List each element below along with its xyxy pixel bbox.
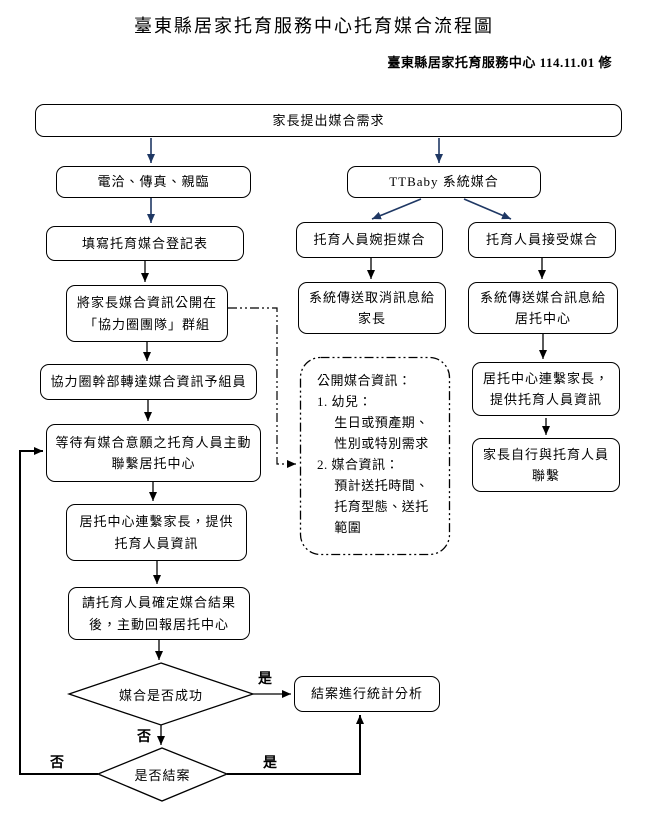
thick-arrows xyxy=(19,447,364,775)
node-send-match-message: 系統傳送媒合訊息給 居托中心 xyxy=(468,282,618,334)
arrow-close-no-loop xyxy=(19,447,98,775)
black-arrows xyxy=(141,258,550,745)
node-relay-to-members: 協力圈幹部轉達媒合資訊予組員 xyxy=(40,364,257,400)
decision-close-case-label: 是否結案 xyxy=(134,767,191,783)
node-parent-request: 家長提出媒合需求 xyxy=(35,104,622,137)
node-center-contacts-parents-left: 居托中心連繫家長，提供 托育人員資訊 xyxy=(66,504,247,561)
info-open-matching-details: 公開媒合資訊： 1. 幼兒： 生日或預產期、 性別或特別需求 2. 媒合資訊： … xyxy=(317,373,429,535)
node-contact-methods: 電洽、傳真、親臨 xyxy=(56,166,251,198)
node-confirm-result: 請托育人員確定媒合結果 後，主動回報居托中心 xyxy=(68,587,250,640)
node-publish-matching-info: 將家長媒合資訊公開在 「協力圈團隊」群組 xyxy=(66,285,228,342)
node-fill-registration-form: 填寫托育媒合登記表 xyxy=(46,226,244,261)
node-decline-matching: 托育人員婉拒媒合 xyxy=(296,222,443,258)
label-yes-close: 是 xyxy=(263,756,277,771)
arrow-close-yes xyxy=(227,715,364,775)
node-parents-self-contact: 家長自行與托育人員 聯繫 xyxy=(472,438,620,492)
node-accept-matching: 托育人員接受媒合 xyxy=(468,222,616,258)
label-no-close: 否 xyxy=(50,756,64,771)
arrow-ttbaby-to-accept xyxy=(463,198,512,220)
node-send-cancel-message: 系統傳送取消訊息給 家長 xyxy=(298,282,446,334)
node-ttbaby-matching: TTBaby 系統媒合 xyxy=(347,166,541,198)
revision-note: 臺東縣居家托育服務中心 114.11.01 修 xyxy=(387,55,612,70)
info-box-outline xyxy=(299,356,451,556)
flowchart-title: 臺東縣居家托育服務中心托育媒合流程圖 xyxy=(134,16,494,36)
label-yes-success: 是 xyxy=(258,672,272,687)
arrow-ttbaby-to-decline xyxy=(371,198,422,220)
decision-close-case-shape xyxy=(96,747,229,802)
decision-matching-success-shape xyxy=(66,662,256,726)
node-wait-for-contact: 等待有媒合意願之托育人員主動 聯繫居托中心 xyxy=(46,424,261,482)
node-close-case-analysis: 結案進行統計分析 xyxy=(294,676,440,712)
label-no-success: 否 xyxy=(137,730,151,745)
decision-matching-success-label: 媒合是否成功 xyxy=(118,687,203,703)
node-center-contacts-parents-right: 居托中心連繫家長， 提供托育人員資訊 xyxy=(472,362,620,416)
navy-arrows xyxy=(147,138,512,223)
dashdot-connector-publish-to-info xyxy=(228,307,296,468)
